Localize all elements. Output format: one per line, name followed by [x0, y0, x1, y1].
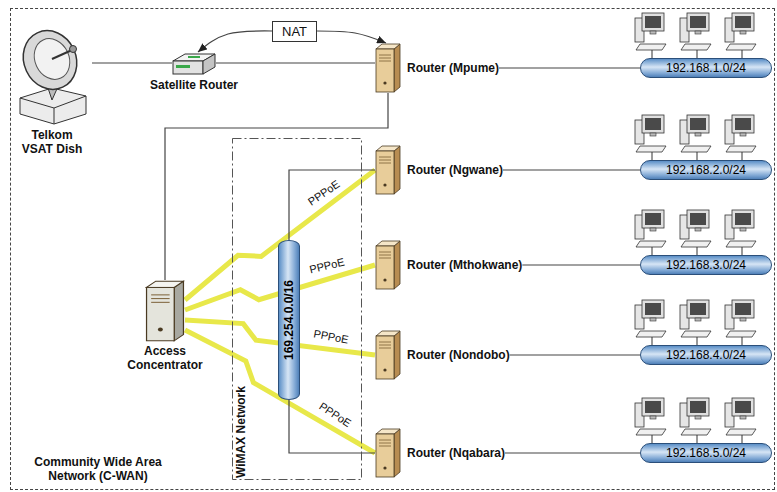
pc-icon: [725, 300, 756, 346]
pc-icon: [725, 13, 756, 59]
edge-label: PPPoE: [311, 327, 352, 347]
server-icon: [145, 280, 185, 342]
subnet-bus: 169.254.0.0/16: [278, 240, 300, 400]
subnet-bus: 192.168.3.0/24: [640, 255, 772, 275]
wimax-region: WiMAX Network 169.254.0.0/16: [232, 138, 362, 480]
pc-icon: [725, 115, 756, 161]
node-label: 192.168.5.0/24: [666, 446, 746, 460]
link-line: [522, 264, 640, 265]
node-label: 192.168.4.0/24: [666, 348, 746, 362]
link-line: [216, 62, 375, 63]
server-icon: [375, 145, 401, 195]
subnet-bus: 192.168.1.0/24: [640, 58, 772, 78]
node-label: Access Concentrator: [123, 344, 207, 372]
node-label: Router (Mthokwane): [407, 258, 522, 272]
pc-icon: [725, 210, 756, 256]
node-label: Router (Nqabara): [407, 446, 505, 460]
access-concentrator: Access Concentrator: [145, 280, 185, 342]
router: Router (Nondobo): [375, 330, 510, 380]
node-label: 192.168.1.0/24: [666, 61, 746, 75]
node-label: Router (Nondobo): [407, 348, 510, 362]
server-icon: [375, 330, 401, 380]
link-line: [92, 62, 172, 63]
pc-icon: [635, 210, 666, 256]
node-label: 192.168.3.0/24: [666, 258, 746, 272]
link-line: [505, 452, 640, 453]
edge-label: PPPoE: [306, 255, 347, 277]
pc-icon: [725, 398, 756, 444]
pc-icon: [680, 115, 711, 161]
pc-icon: [680, 300, 711, 346]
router: Router (Nqabara): [375, 428, 505, 478]
pc-icon: [635, 115, 666, 161]
link-line: [499, 67, 640, 68]
node-label: Community Wide Area Network (C-WAN): [23, 455, 173, 483]
pc-icon: [680, 398, 711, 444]
node-label: Satellite Router: [150, 78, 238, 92]
router: Router (Ngwane): [375, 145, 503, 195]
pc-icon: [635, 398, 666, 444]
node-label: 192.168.2.0/24: [666, 163, 746, 177]
link-line: [317, 31, 386, 43]
subnet-bus: 192.168.4.0/24: [640, 345, 772, 365]
link-line: [510, 354, 640, 355]
server-icon: [375, 240, 401, 290]
nat-box: NAT: [272, 21, 317, 42]
node-label: Router (Ngwane): [407, 163, 503, 177]
pc-icon: [680, 13, 711, 59]
router-icon: [172, 52, 216, 76]
pc-icon: [680, 210, 711, 256]
edge-label: PPPoE: [315, 399, 355, 431]
network-region: Community Wide Area Network (C-WAN) Telko…: [10, 8, 775, 490]
link-line: [198, 31, 272, 52]
node-label: 169.254.0.0/16: [282, 280, 296, 360]
subnet-bus: 192.168.5.0/24: [640, 443, 772, 463]
subnet-bus: 192.168.2.0/24: [640, 160, 772, 180]
node-label: Telkom VSAT Dish: [17, 128, 87, 156]
router: Router (Mpume): [375, 43, 499, 93]
server-icon: [375, 428, 401, 478]
server-icon: [375, 43, 401, 93]
node-label: Router (Mpume): [407, 61, 499, 75]
link-line: [289, 170, 375, 240]
node-label: WiMAX Network: [234, 386, 248, 478]
pc-icon: [635, 300, 666, 346]
node-label: NAT: [282, 24, 307, 39]
satellite-router: Satellite Router: [172, 52, 216, 76]
pc-icon: [635, 13, 666, 59]
vsat-dish: Telkom VSAT Dish: [12, 26, 92, 126]
link-line: [503, 169, 640, 170]
router: Router (Mthokwane): [375, 240, 522, 290]
dish-icon: [12, 26, 92, 126]
edge-label: PPPoE: [304, 176, 344, 209]
